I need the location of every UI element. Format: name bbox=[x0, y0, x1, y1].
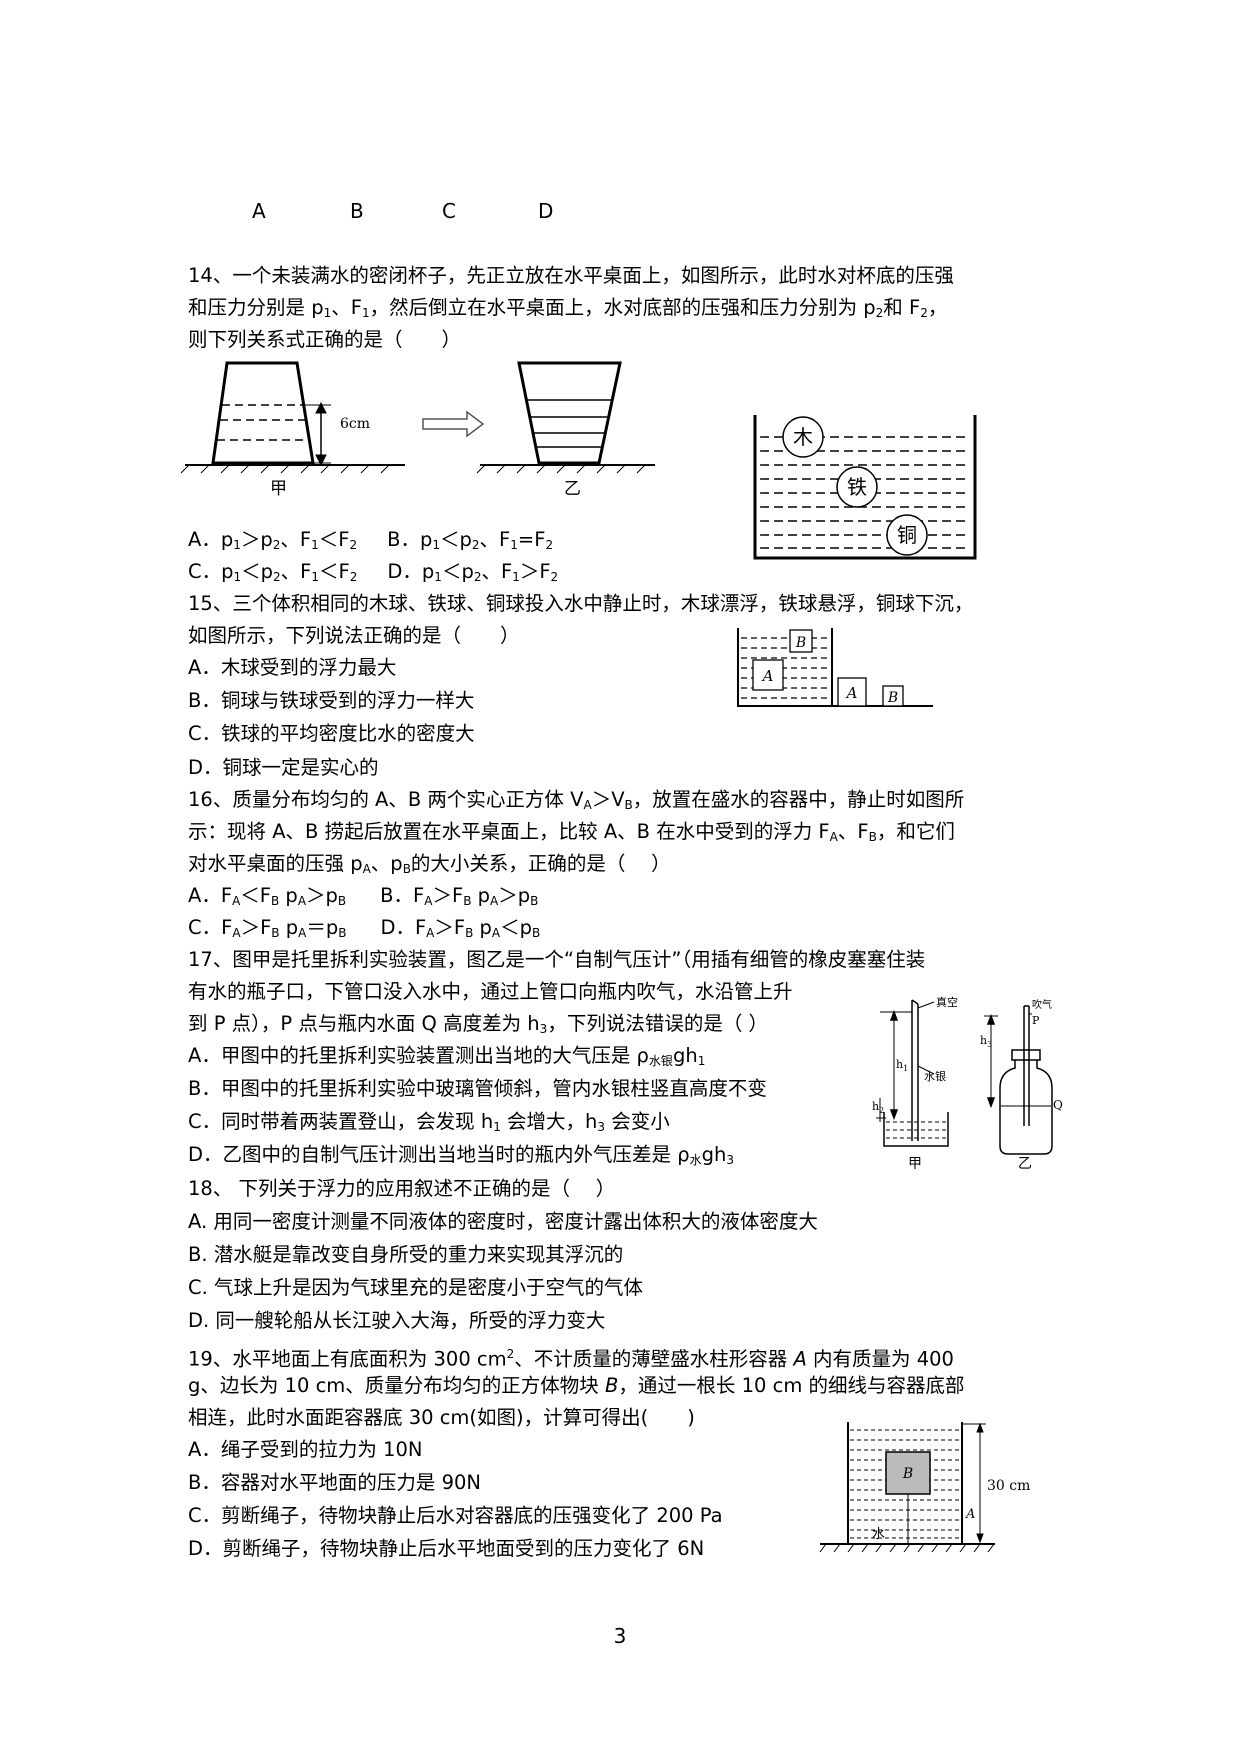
option-c-label: C bbox=[442, 199, 456, 223]
h3-label: h3 bbox=[980, 1034, 992, 1049]
q17-option-a: A．甲图中的托里拆利实验装置测出当地的大气压是 ρ水银gh1 bbox=[188, 1044, 706, 1068]
q18-option-c: C. 气球上升是因为气球里充的是密度小于空气的气体 bbox=[188, 1276, 644, 1299]
vacuum-label: 真空 bbox=[936, 995, 958, 1009]
block-b-in-water: B bbox=[795, 635, 806, 651]
height-label-6cm: 6cm bbox=[340, 416, 370, 432]
option-b-label: B bbox=[350, 199, 364, 223]
cup-label-left: 甲 bbox=[270, 479, 287, 499]
q16-stem-line1: 16、质量分布均匀的 A、B 两个实心正方体 VA＞VB，放置在盛水的容器中，静… bbox=[188, 788, 965, 812]
page-number: 3 bbox=[613, 1624, 627, 1648]
q14-stem-line1: 14、一个未装满水的密闭杯子，先正立放在水平桌面上，如图所示，此时水对杯底的压强 bbox=[188, 264, 954, 287]
option-d-label: D bbox=[538, 199, 554, 223]
q14-stem-line3: 则下列关系式正确的是（ ） bbox=[188, 328, 462, 351]
q14-cup-figure: 6cm bbox=[180, 361, 655, 474]
q18-option-a: A. 用同一密度计测量不同液体的密度时，密度计露出体积大的液体密度大 bbox=[188, 1210, 818, 1233]
q16-stem-line3: 对水平桌面的压强 pA、pB的大小关系，正确的是（ ） bbox=[188, 852, 671, 876]
q19-option-d: D．剪断绳子，待物块静止后水平地面受到的压力变化了 6N bbox=[188, 1537, 705, 1560]
q19-stem-line2: g、边长为 10 cm、质量分布均匀的正方体物块 B，通过一根长 10 cm 的… bbox=[188, 1374, 965, 1397]
transform-arrow-icon bbox=[422, 410, 485, 438]
q18-stem: 18、 下列关于浮力的应用叙述不正确的是（ ） bbox=[188, 1177, 616, 1200]
q17-stem-line1: 17、图甲是托里拆利实验装置，图乙是一个“自制气压计”（用插有细管的橡皮塞塞住装 bbox=[188, 948, 926, 971]
q19-stem-line3: 相连，此时水面距容器底 30 cm(如图)，计算可得出( ) bbox=[188, 1406, 695, 1429]
blow-label: 吹气 bbox=[1032, 998, 1052, 1011]
block-b-label: B bbox=[902, 1466, 913, 1482]
q15-stem-line1: 15、三个体积相同的木球、铁球、铜球投入水中静止时，木球漂浮，铁球悬浮，铜球下沉… bbox=[188, 592, 974, 615]
q16-blocks-figure: A B A B bbox=[737, 628, 933, 707]
q19-option-a: A．绳子受到的拉力为 10N bbox=[188, 1438, 423, 1461]
q19-stem-line1: 19、水平地面上有底面积为 300 cm2、不计质量的薄壁盛水柱形容器 A 内有… bbox=[188, 1347, 954, 1371]
left-figure-label: 甲 bbox=[908, 1156, 922, 1172]
point-p-label: P bbox=[1032, 1014, 1040, 1027]
point-q-label: Q bbox=[1053, 1098, 1063, 1112]
q15-option-d: D．铜球一定是实心的 bbox=[188, 756, 379, 779]
q15-option-b: B．铜球与铁球受到的浮力一样大 bbox=[188, 689, 475, 712]
cup-label-right: 乙 bbox=[564, 479, 581, 499]
right-figure-label: 乙 bbox=[1018, 1156, 1032, 1172]
q17-option-d: D．乙图中的自制气压计测出当地当时的瓶内外气压差是 ρ水gh3 bbox=[188, 1143, 734, 1167]
q15-balls-figure: 木 铁 铜 bbox=[753, 415, 977, 560]
ball-copper-label: 铜 bbox=[897, 523, 917, 547]
q16-stem-line2: 示：现将 A、B 捞起后放置在水平桌面上，比较 A、B 在水中受到的浮力 FA、… bbox=[188, 820, 955, 844]
q15-stem-line2: 如图所示，下列说法正确的是（ ） bbox=[188, 624, 520, 647]
option-a-label: A bbox=[252, 199, 266, 223]
height-30cm-label: 30 cm bbox=[987, 1478, 1030, 1494]
water-label: 水 bbox=[872, 1527, 885, 1542]
q19-container-figure: B 30 cm A 水 bbox=[819, 1422, 1030, 1553]
q17-stem-line2: 有水的瓶子口，下管口没入水中，通过上管口向瓶内吹气，水沿管上升 bbox=[188, 980, 793, 1003]
block-a-on-table: A bbox=[845, 684, 858, 702]
ball-wood-label: 木 bbox=[793, 425, 813, 449]
mercury-label: 水银 bbox=[924, 1069, 946, 1083]
q19-option-b: B．容器对水平地面的压力是 90N bbox=[188, 1471, 481, 1494]
torricelli-apparatus bbox=[876, 999, 949, 1147]
homemade-barometer bbox=[984, 1005, 1053, 1155]
h1-label: h1 bbox=[896, 1058, 908, 1073]
q14-stem-line2: 和压力分别是 p1、F1，然后倒立在水平桌面上，水对底部的压强和压力分别为 p2… bbox=[188, 296, 948, 320]
q19-option-c: C．剪断绳子，待物块静止后水对容器底的压强变化了 200 Pa bbox=[188, 1504, 723, 1527]
q15-option-a: A．木球受到的浮力最大 bbox=[188, 656, 397, 679]
inverted-cup bbox=[476, 361, 655, 474]
q17-barometer-figure: 真空 水银 h1 h2 甲 吹气 P Q h3 乙 bbox=[872, 995, 1063, 1172]
ball-iron-label: 铁 bbox=[847, 475, 867, 499]
upright-cup bbox=[180, 361, 405, 474]
q17-option-c: C．同时带着两装置登山，会发现 h1 会增大，h3 会变小 bbox=[188, 1110, 670, 1134]
block-a-in-water: A bbox=[761, 667, 774, 685]
q17-stem-line3: 到 P 点），P 点与瓶内水面 Q 高度差为 h3，下列说法错误的是（ ） bbox=[188, 1012, 769, 1036]
block-b-on-table: B bbox=[887, 690, 898, 706]
container-a-label: A bbox=[965, 1507, 975, 1522]
q15-option-c: C．铁球的平均密度比水的密度大 bbox=[188, 722, 475, 745]
h2-label: h2 bbox=[872, 1100, 884, 1115]
q18-option-b: B. 潜水艇是靠改变自身所受的重力来实现其浮沉的 bbox=[188, 1243, 624, 1266]
q18-option-d: D. 同一艘轮船从长江驶入大海，所受的浮力变大 bbox=[188, 1309, 606, 1332]
q17-option-b: B．甲图中的托里拆利实验中玻璃管倾斜，管内水银柱竖直高度不变 bbox=[188, 1077, 767, 1100]
